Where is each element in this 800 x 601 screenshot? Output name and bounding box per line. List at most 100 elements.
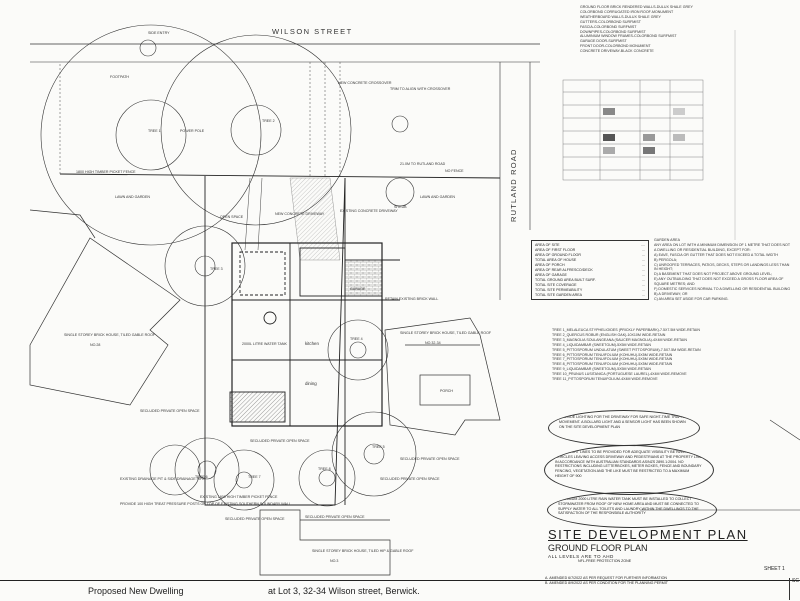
tree-7-canopy bbox=[213, 449, 275, 511]
tree-6-canopy bbox=[174, 437, 240, 503]
amendments: A. AMENDED 6/7/2022 AS PER REQUEST FOR F… bbox=[545, 576, 668, 585]
svg-text:2000L LITRE WATER TANK: 2000L LITRE WATER TANK bbox=[242, 342, 287, 346]
materials-swatches bbox=[603, 108, 685, 154]
svg-text:NO FENCE: NO FENCE bbox=[445, 169, 464, 173]
area-row: TOTAL SITE PERMEABILITY... bbox=[535, 288, 645, 292]
area-row: TOTAL SITE GARDEN AREA... bbox=[535, 293, 645, 297]
tree-entry: TREE 3_MAGNOLIA SOULANGEANA (SAUCER MAGN… bbox=[552, 337, 687, 342]
svg-text:TREE 8: TREE 8 bbox=[318, 467, 331, 471]
rutland-road: RUTLAND ROAD bbox=[499, 62, 531, 300]
svg-text:TREE 1: TREE 1 bbox=[148, 129, 161, 133]
neighbour-west bbox=[29, 209, 181, 406]
plan-labels: SIDE ENTRY FOOTPATH TREE 1 POWER POLE TR… bbox=[64, 31, 492, 563]
tree-entry: TREE 6_PITTOSPORUM TENUIFOLIUM (KOHUHU)-… bbox=[552, 352, 673, 357]
svg-text:OPEN SPACE: OPEN SPACE bbox=[220, 215, 244, 219]
svg-text:NO.3: NO.3 bbox=[330, 559, 338, 563]
svg-text:SIDE ENTRY: SIDE ENTRY bbox=[148, 31, 170, 35]
tree-5-canopy bbox=[331, 411, 417, 497]
tree-schedule: TREE 1_MELALEUCA STYPHELIOIDES (PRICKLY … bbox=[552, 328, 701, 382]
svg-text:SECLUDED PRIVATE OPEN SPACE: SECLUDED PRIVATE OPEN SPACE bbox=[250, 439, 310, 443]
svg-text:LAWN AND GARDEN: LAWN AND GARDEN bbox=[115, 195, 150, 199]
svg-text:TREE 3: TREE 3 bbox=[210, 267, 223, 271]
tree-4-canopy bbox=[327, 319, 389, 381]
road-label: RUTLAND ROAD bbox=[509, 148, 518, 222]
svg-text:21.0M TO RUTLAND ROAD: 21.0M TO RUTLAND ROAD bbox=[400, 162, 446, 166]
tree-entry: TREE 4_LIQUIDAMBAR (SWEETGUM)-5x5M WIDE-… bbox=[552, 342, 651, 347]
svg-text:GARAGE: GARAGE bbox=[350, 287, 366, 291]
svg-text:NO.32-34: NO.32-34 bbox=[425, 341, 441, 345]
tree-entry: TREE 10_PRUNUS LUSITANICA (PORTUGUESE LA… bbox=[552, 372, 687, 377]
svg-text:dining: dining bbox=[305, 381, 317, 386]
svg-text:NEW CONCRETE DRIVEWAY: NEW CONCRETE DRIVEWAY bbox=[275, 212, 325, 216]
water-tank-note: A MINIMUM 2000 LITRE RAIN WATER TANK MUS… bbox=[547, 492, 717, 528]
drawing-title-block: SITE DEVELOPMENT PLAN GROUND FLOOR PLAN … bbox=[548, 527, 748, 563]
tree-9-canopy bbox=[149, 444, 201, 496]
area-row: AREA OF GARAGE... bbox=[535, 273, 645, 277]
svg-text:FOOTPATH: FOOTPATH bbox=[110, 75, 129, 79]
svg-text:LAWN AND GARDEN: LAWN AND GARDEN bbox=[420, 195, 455, 199]
tree-entry: TREE 11_PITTOSPORUM TENUIFOLIUM-4x4M WID… bbox=[552, 377, 658, 382]
materials-line: FASCIA-COLORBOND SURFMIST bbox=[580, 24, 637, 29]
drawing-subtitle: GROUND FLOOR PLAN bbox=[548, 543, 648, 553]
svg-text:TREE 4: TREE 4 bbox=[350, 337, 363, 341]
svg-text:POWER POLE: POWER POLE bbox=[180, 129, 205, 133]
site-boundary bbox=[59, 173, 501, 506]
area-row: AREA OF GROUND FLOOR... bbox=[535, 253, 645, 257]
drawing-title: SITE DEVELOPMENT PLAN bbox=[548, 527, 748, 542]
tree-1-canopy bbox=[40, 24, 262, 246]
svg-text:PORCH: PORCH bbox=[440, 389, 453, 393]
svg-text:EXISTING 1800 HIGH TIMBER PICK: EXISTING 1800 HIGH TIMBER PICKET FENCE bbox=[200, 495, 278, 499]
area-row: TOTAL AREA OF HOUSE... bbox=[535, 258, 645, 262]
svg-text:NEW CONCRETE CROSSOVER: NEW CONCRETE CROSSOVER bbox=[338, 81, 392, 85]
street: WILSON STREET bbox=[30, 27, 540, 63]
materials-line: FRONT DOOR-COLORBOND MONUMENT bbox=[580, 44, 651, 49]
svg-text:EXISTING CONCRETE DRIVEWAY: EXISTING CONCRETE DRIVEWAY bbox=[340, 209, 398, 213]
svg-text:kitchen: kitchen bbox=[305, 341, 319, 346]
tree-entry: TREE 5_PITTOSPORUM UNDULATUM (SWEET PITT… bbox=[552, 347, 701, 352]
svg-text:SINGLE STOREY BRICK HOUSE, TIL: SINGLE STOREY BRICK HOUSE, TILED HIP & G… bbox=[312, 549, 414, 553]
materials-swatch-table bbox=[562, 79, 704, 181]
svg-text:TRIM TO ALIGN WITH CROSSOVER: TRIM TO ALIGN WITH CROSSOVER bbox=[390, 87, 451, 91]
svg-text:SECLUDED PRIVATE OPEN SPACE: SECLUDED PRIVATE OPEN SPACE bbox=[400, 457, 460, 461]
neighbour-south bbox=[259, 509, 391, 576]
svg-text:PROVIDE 100 HIGH TREAT PRESSUR: PROVIDE 100 HIGH TREAT PRESSURE POSTS ON… bbox=[120, 502, 291, 506]
driveway bbox=[244, 177, 341, 261]
svg-text:TREE 2: TREE 2 bbox=[262, 119, 275, 123]
svg-text:EXISTING DRAINAGE PIT & SIDE D: EXISTING DRAINAGE PIT & SIDE DRAINAGE PI… bbox=[120, 477, 205, 481]
area-row: AREA OF REAR ALFRESCO/DECK... bbox=[535, 268, 645, 272]
svg-text:1800 HIGH TIMBER PICKET FENCE: 1800 HIGH TIMBER PICKET FENCE bbox=[76, 170, 136, 174]
area-schedule-table: AREA OF SITE.... AREA OF FIRST FLOOR... … bbox=[531, 240, 649, 300]
tree-2-canopy bbox=[160, 34, 352, 226]
svg-text:SINGLE STOREY BRICK HOUSE, TIL: SINGLE STOREY BRICK HOUSE, TILED GABLE R… bbox=[400, 331, 492, 335]
materials-line: GUTTERS-COLORBOND SURFMIST bbox=[580, 19, 641, 24]
svg-text:SHRUB: SHRUB bbox=[394, 205, 407, 209]
dwelling-footprint bbox=[229, 242, 400, 427]
materials-line: GROUND FLOOR BRICK RENDERED WALLS-DULUX … bbox=[580, 5, 693, 9]
garden-area-notes: GARDEN AREA ANY AREA ON LOT WITH A MINIM… bbox=[654, 238, 791, 301]
svg-text:SECLUDED PRIVATE OPEN SPACE: SECLUDED PRIVATE OPEN SPACE bbox=[305, 515, 365, 519]
project-address: at Lot 3, 32-34 Wilson street, Berwick. bbox=[268, 586, 420, 596]
sheet-number: SHEET 1 bbox=[764, 566, 785, 572]
tree-entry: TREE 8_PITTOSPORUM TENUIFOLIUM (KOHUHU)-… bbox=[552, 362, 673, 367]
area-row: AREA OF FIRST FLOOR... bbox=[535, 248, 645, 252]
svg-text:TREE 6: TREE 6 bbox=[195, 475, 208, 479]
tree-entry: TREE 9_LIQUIDAMBAR (SWEETGUM)-5x5M WIDE-… bbox=[552, 367, 651, 372]
shrub-circle bbox=[385, 177, 415, 207]
materials-line: ALUMINIUM WINDOW FRAMES-COLORBOND SURFMI… bbox=[580, 34, 677, 39]
svg-text:SECLUDED PRIVATE OPEN SPACE: SECLUDED PRIVATE OPEN SPACE bbox=[140, 409, 200, 413]
area-row: TOTAL SITE COVERAGE... bbox=[535, 283, 645, 287]
area-row: AREA OF PORCH... bbox=[535, 263, 645, 267]
amendment-a: A. AMENDED 6/7/2022 AS PER REQUEST FOR F… bbox=[545, 576, 668, 580]
area-row: AREA OF SITE.... bbox=[535, 243, 645, 247]
neighbour-east bbox=[384, 317, 501, 436]
tree-8-canopy bbox=[298, 449, 356, 507]
materials-line: DOWNPIPES-COLORBOND SURFMIST bbox=[580, 29, 646, 34]
svg-text:SECLUDED PRIVATE OPEN SPACE: SECLUDED PRIVATE OPEN SPACE bbox=[225, 517, 285, 521]
area-row: TOTAL GROUND AREA BUILT SURF.... bbox=[535, 278, 645, 282]
tree-entry: TREE 1_MELALEUCA STYPHELIOIDES (PRICKLY … bbox=[552, 328, 700, 332]
street-label: WILSON STREET bbox=[272, 27, 353, 36]
svg-text:RETAIN EXISTING BRICK WALL: RETAIN EXISTING BRICK WALL bbox=[385, 297, 438, 301]
materials-notes: GROUND FLOOR BRICK RENDERED WALLS-DULUX … bbox=[580, 5, 693, 54]
project-name: Proposed New Dwelling bbox=[88, 586, 184, 596]
